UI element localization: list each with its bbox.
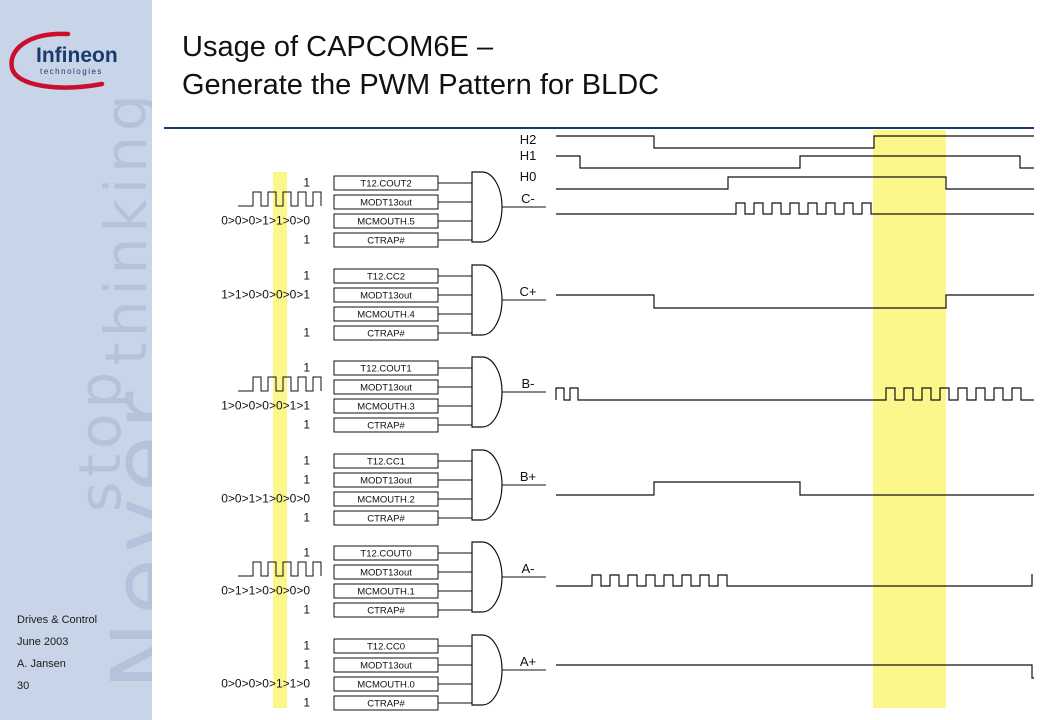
gate-output-label: B- bbox=[522, 376, 535, 391]
signal-label: MODT13out bbox=[360, 383, 412, 394]
signal-label: CTRAP# bbox=[367, 421, 405, 432]
input-value: 1>1>0>0>0>0>1 bbox=[221, 288, 310, 302]
signal-label: MCMOUTH.1 bbox=[357, 587, 415, 598]
signal-label: CTRAP# bbox=[367, 606, 405, 617]
gate-block-2: T12.COUT11MODT13outMCMOUTH.31>0>0>0>0>1>… bbox=[221, 356, 546, 433]
gate-output-label: C- bbox=[521, 191, 535, 206]
and-gate bbox=[471, 541, 503, 613]
and-gate bbox=[471, 356, 503, 428]
highlight-band-inputs bbox=[273, 172, 287, 708]
signal-label: MCMOUTH.5 bbox=[357, 217, 415, 228]
input-value: 0>0>1>1>0>0>0 bbox=[221, 492, 310, 506]
input-value: 1 bbox=[303, 658, 310, 672]
signal-label: MODT13out bbox=[360, 198, 412, 209]
output-waveform-a-plus bbox=[556, 664, 1034, 679]
signal-label: T12.CC1 bbox=[367, 457, 405, 468]
input-value: 0>0>0>0>1>1>0 bbox=[221, 677, 310, 691]
signal-label: T12.COUT2 bbox=[360, 179, 411, 190]
input-value: 1 bbox=[303, 603, 310, 617]
signal-label: T12.CC0 bbox=[367, 642, 405, 653]
input-value: 1 bbox=[303, 511, 310, 525]
input-value: 1>0>0>0>0>1>1 bbox=[221, 399, 310, 413]
signal-label: T12.CC2 bbox=[367, 272, 405, 283]
hall-label: H1 bbox=[520, 148, 537, 163]
and-gate bbox=[471, 171, 503, 243]
title-underline bbox=[164, 127, 1034, 129]
output-waveform-a-minus bbox=[556, 574, 1033, 587]
footer: Drives & Control June 2003 A. Jansen 30 bbox=[17, 609, 97, 697]
signal-label: MODT13out bbox=[360, 476, 412, 487]
input-value: 1 bbox=[303, 454, 310, 468]
signal-label: T12.COUT1 bbox=[360, 364, 411, 375]
output-waveform-b-minus bbox=[555, 387, 1034, 401]
gate-output-label: A- bbox=[522, 561, 535, 576]
input-value: 1 bbox=[303, 233, 310, 247]
footer-department: Drives & Control bbox=[17, 614, 98, 626]
signal-label: T12.COUT0 bbox=[360, 549, 411, 560]
slide-title-line2: Generate the PWM Pattern for BLDC bbox=[182, 69, 660, 101]
output-waveform-b-plus bbox=[556, 481, 1034, 496]
hall-waveform-h2 bbox=[556, 135, 1034, 149]
signal-label: MODT13out bbox=[360, 661, 412, 672]
input-value: 1 bbox=[303, 176, 310, 190]
output-waveform-c-plus bbox=[556, 294, 1034, 309]
gate-block-3: T12.CC11MODT13out1MCMOUTH.20>0>1>1>0>0>0… bbox=[221, 449, 546, 526]
and-gate bbox=[471, 449, 503, 521]
highlight-band-sector bbox=[873, 130, 946, 708]
pwm-input-waveform bbox=[238, 561, 322, 577]
signal-label: MCMOUTH.2 bbox=[357, 495, 415, 506]
gate-output-label: B+ bbox=[520, 469, 536, 484]
and-gate bbox=[471, 264, 503, 336]
input-value: 1 bbox=[303, 639, 310, 653]
input-value: 0>1>1>0>0>0>0 bbox=[221, 584, 310, 598]
sidebar bbox=[0, 0, 152, 720]
hall-waveform-h1 bbox=[556, 155, 1034, 169]
pwm-input-waveform bbox=[238, 376, 322, 392]
signal-label: CTRAP# bbox=[367, 236, 405, 247]
gate-block-1: T12.CC21MODT13out1>1>0>0>0>0>1MCMOUTH.4C… bbox=[221, 264, 546, 341]
input-value: 1 bbox=[303, 361, 310, 375]
gate-output-label: C+ bbox=[520, 284, 537, 299]
signal-label: MCMOUTH.4 bbox=[357, 310, 415, 321]
input-value: 0>0>0>1>1>0>0 bbox=[221, 214, 310, 228]
slide-title: Usage of CAPCOM6E – Generate the PWM Pat… bbox=[182, 28, 659, 104]
signal-label: MODT13out bbox=[360, 291, 412, 302]
signal-label: CTRAP# bbox=[367, 514, 405, 525]
hall-waveform-h0 bbox=[556, 176, 1034, 190]
input-value: 1 bbox=[303, 269, 310, 283]
signal-label: MCMOUTH.0 bbox=[357, 680, 415, 691]
slide-title-line1: Usage of CAPCOM6E – bbox=[182, 31, 494, 63]
input-value: 1 bbox=[303, 473, 310, 487]
footer-author: A. Jansen bbox=[17, 658, 66, 670]
input-value: 1 bbox=[303, 418, 310, 432]
signal-label: CTRAP# bbox=[367, 699, 405, 710]
input-value: 1 bbox=[303, 696, 310, 710]
hall-label: H0 bbox=[520, 169, 537, 184]
gate-block-4: T12.COUT01MODT13outMCMOUTH.10>1>1>0>0>0>… bbox=[221, 541, 546, 618]
hall-label: H2 bbox=[520, 132, 537, 147]
pwm-input-waveform bbox=[238, 191, 322, 207]
logo-sub: technologies bbox=[40, 67, 103, 76]
signal-label: MCMOUTH.3 bbox=[357, 402, 415, 413]
gate-block-0: T12.COUT21MODT13outMCMOUTH.50>0>0>1>1>0>… bbox=[221, 171, 546, 248]
gate-block-5: T12.CC01MODT13out1MCMOUTH.00>0>0>0>1>1>0… bbox=[221, 634, 546, 711]
gate-output-label: A+ bbox=[520, 654, 536, 669]
and-gate bbox=[471, 634, 503, 706]
footer-page-number: 30 bbox=[17, 680, 30, 692]
footer-date: June 2003 bbox=[17, 636, 69, 648]
signal-label: MODT13out bbox=[360, 568, 412, 579]
signal-label: CTRAP# bbox=[367, 329, 405, 340]
output-waveform-c-minus bbox=[556, 202, 1034, 215]
input-value: 1 bbox=[303, 326, 310, 340]
input-value: 1 bbox=[303, 546, 310, 560]
logo-brand: Infineon bbox=[36, 44, 118, 67]
infineon-logo: Infineon technologies bbox=[9, 31, 118, 90]
